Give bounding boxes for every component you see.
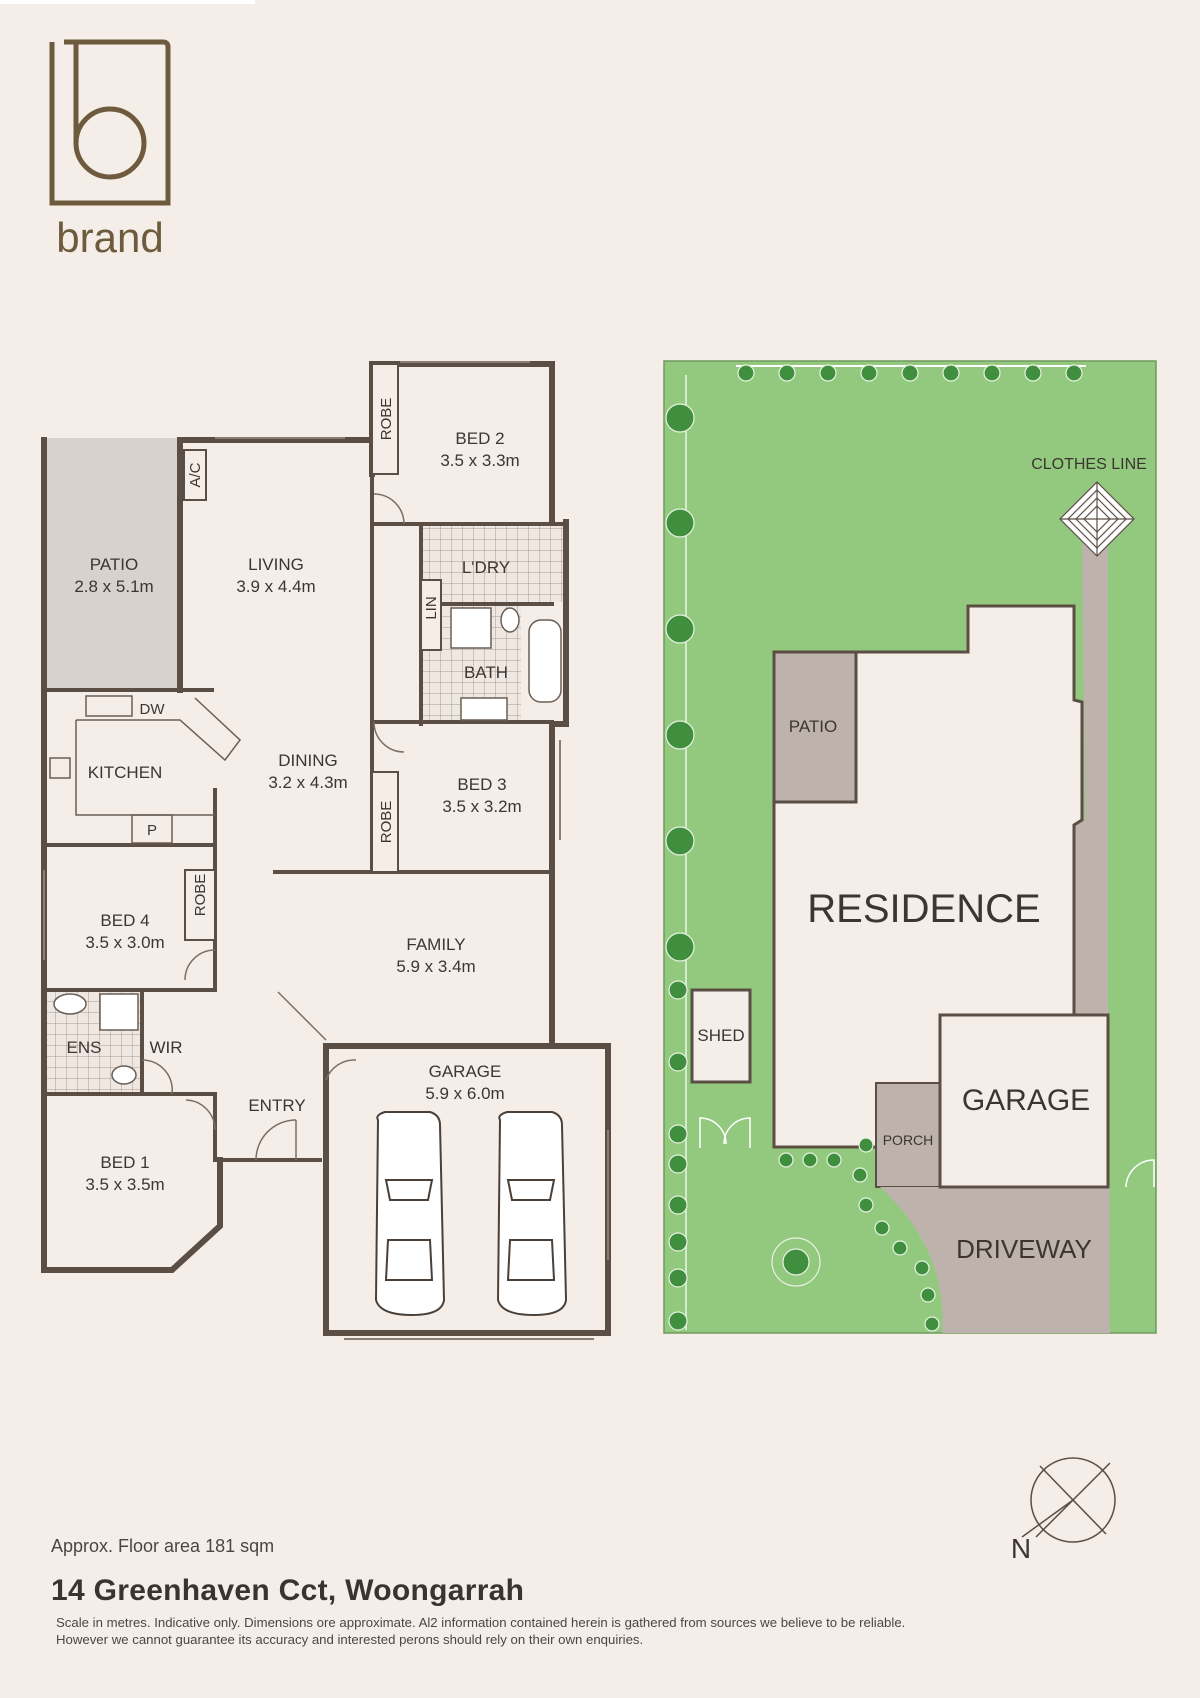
dw-label: DW — [140, 701, 166, 718]
bed2-name: BED 2 — [455, 429, 504, 448]
bed1-dims: 3.5 x 3.5m — [85, 1175, 164, 1194]
kitchen-name: KITCHEN — [88, 763, 163, 782]
site-patio — [772, 650, 858, 804]
pantry-label: P — [147, 822, 157, 839]
lin-label: LIN — [423, 596, 440, 619]
entry-name: ENTRY — [248, 1096, 305, 1115]
shed — [690, 988, 752, 1084]
laundry-tiles — [421, 526, 566, 602]
family-name: FAMILY — [406, 935, 465, 954]
wir-name: WIR — [149, 1038, 182, 1057]
living-name: LIVING — [248, 555, 304, 574]
site-plan: CLOTHES LINE PATIO RESIDENCE SHED GARAGE… — [663, 360, 1157, 1334]
driveway-label: DRIVEWAY — [956, 1234, 1092, 1264]
bed4-name: BED 4 — [100, 911, 149, 930]
brand-name: brand — [56, 214, 163, 261]
robe-label-bed4: ROBE — [192, 874, 209, 917]
garage-fp-name: GARAGE — [429, 1062, 502, 1081]
porch — [875, 1082, 941, 1188]
dining-dims: 3.2 x 4.3m — [268, 773, 347, 792]
ens-name: ENS — [67, 1038, 102, 1057]
floor-plan: BED 2 3.5 x 3.3m PATIO 2.8 x 5.1m LIVING… — [41, 361, 611, 1340]
bed1-name: BED 1 — [100, 1153, 149, 1172]
dining-name: DINING — [278, 751, 338, 770]
site-garage — [938, 1013, 1110, 1189]
porch-label: PORCH — [883, 1132, 934, 1148]
trees — [665, 364, 1083, 1332]
garage-fp-dims: 5.9 x 6.0m — [425, 1084, 504, 1103]
robe-label-bed2: ROBE — [378, 398, 395, 441]
disclaimer-text: Scale in metres. Indicative only. Dimens… — [56, 1615, 906, 1647]
shed-label: SHED — [697, 1026, 744, 1045]
residence-label: RESIDENCE — [807, 887, 1040, 931]
robe-label-bed3: ROBE — [378, 801, 395, 844]
car-right-icon — [496, 1111, 568, 1317]
car-left-icon — [374, 1111, 446, 1317]
clothes-line-icon — [1059, 481, 1135, 557]
bed2-dims: 3.5 x 3.3m — [440, 451, 519, 470]
bed4-dims: 3.5 x 3.0m — [85, 933, 164, 952]
compass-icon — [1021, 1457, 1116, 1543]
driveway — [880, 1187, 1110, 1333]
property-address: 14 Greenhaven Cct, Woongarrah — [51, 1574, 525, 1607]
top-edge-line — [0, 0, 255, 4]
family-dims: 5.9 x 3.4m — [396, 957, 475, 976]
ac-label: A/C — [187, 462, 204, 487]
bath-name: BATH — [464, 663, 508, 682]
site-garage-label: GARAGE — [962, 1084, 1090, 1117]
brand-logo: brand — [49, 39, 171, 261]
patio-name: PATIO — [90, 555, 139, 574]
patio-dims: 2.8 x 5.1m — [74, 577, 153, 596]
compass-north-label: N — [1011, 1533, 1031, 1564]
site-patio-label: PATIO — [789, 717, 838, 736]
clothes-line-label: CLOTHES LINE — [1031, 456, 1147, 473]
bed3-dims: 3.5 x 3.2m — [442, 797, 521, 816]
bed3-name: BED 3 — [457, 775, 506, 794]
laundry-name: L'DRY — [462, 558, 510, 577]
patio-fill — [44, 438, 180, 688]
living-dims: 3.9 x 4.4m — [236, 577, 315, 596]
floor-area-text: Approx. Floor area 181 sqm — [51, 1536, 275, 1556]
